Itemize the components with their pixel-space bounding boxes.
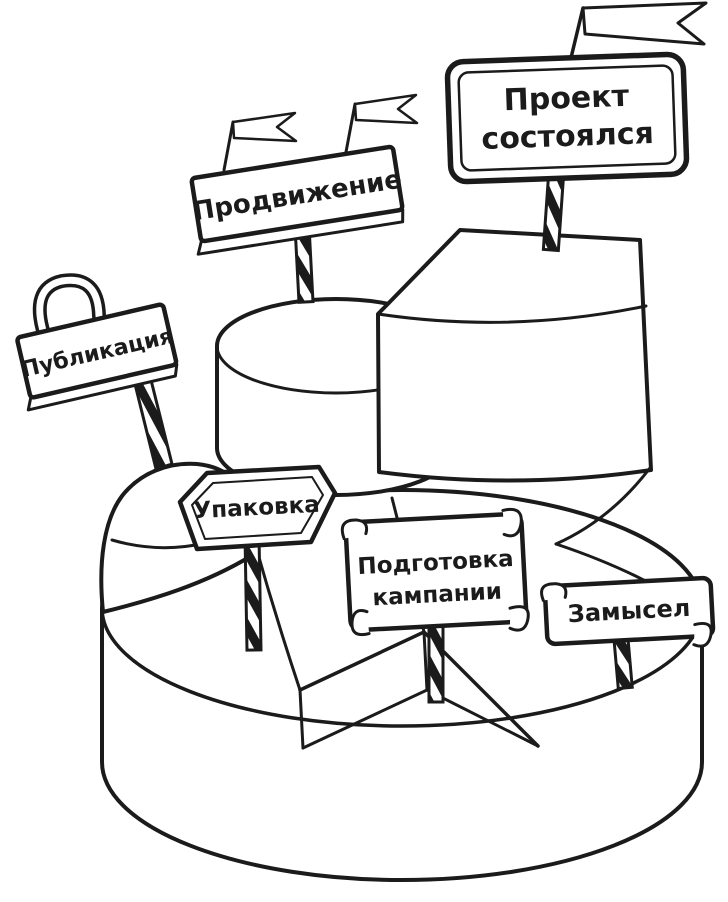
sign-project-label-line1: Проект <box>503 79 630 118</box>
sign-promotion-board <box>189 144 405 244</box>
wedge-line-right-upper <box>554 466 652 546</box>
cake-tower-roof-edge <box>376 304 648 324</box>
sign-poles <box>131 172 634 704</box>
promotion-pennant-flag-icon-1 <box>231 111 298 143</box>
sign-project: Проект состоялся <box>444 51 690 185</box>
cake-tower-block <box>376 228 653 483</box>
sign-packaging: Упаковка <box>177 464 338 552</box>
notch-floor <box>301 688 540 750</box>
project-flagpole <box>568 6 585 64</box>
publication-handle-fill <box>36 276 103 338</box>
sign-project-inner-border <box>457 64 677 172</box>
sign-project-board <box>444 51 690 185</box>
sign-publication-board <box>15 302 179 400</box>
sign-campaign-curl-bl <box>350 609 371 637</box>
sign-packaging-inner-border <box>191 476 324 540</box>
idea-sign-pole <box>612 633 634 691</box>
sign-campaign-curl-tr <box>501 507 523 538</box>
sign-promotion: Продвижение <box>189 144 405 256</box>
sign-idea-curl-tl <box>540 582 568 602</box>
project-pennant-flag-icon <box>581 1 708 46</box>
sign-campaign-curl-tl <box>340 518 369 541</box>
notch-wall-left <box>298 688 305 750</box>
sign-campaign-board <box>343 511 529 633</box>
campaign-sign-pole <box>427 618 445 704</box>
promotion-flagpole-1 <box>222 120 235 172</box>
notch-wall-mid <box>422 630 429 692</box>
cake-base-front-rim <box>100 606 704 728</box>
packaging-sign-pole <box>243 534 263 652</box>
sign-campaign-curl-br <box>508 605 530 632</box>
sign-publication: Публикация <box>15 302 179 412</box>
sign-idea-curl-br <box>692 621 713 648</box>
promotion-pennant-flag-icon-2 <box>353 93 419 125</box>
project-sign-pole <box>541 172 566 253</box>
flags <box>222 1 708 172</box>
sign-campaign: Подготовка кампании <box>340 507 530 637</box>
sign-idea-board <box>542 575 716 647</box>
sign-publication-handle <box>32 273 106 341</box>
sign-idea-label: Замысел <box>567 594 691 628</box>
sign-idea: Замысел <box>540 575 716 648</box>
sign-packaging-board <box>177 464 338 552</box>
promotion-flagpole-2 <box>344 102 357 154</box>
sign-project-label-line2: состоялся <box>481 116 655 157</box>
publication-sign-pole <box>131 370 174 471</box>
